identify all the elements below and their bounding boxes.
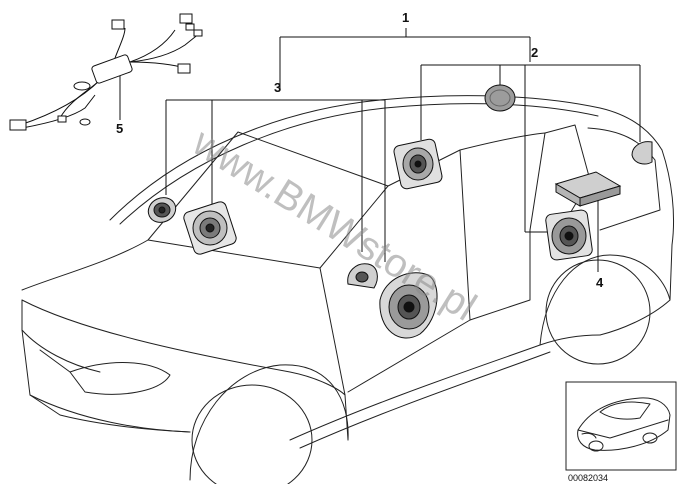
rear-pillar-tweeter-cover xyxy=(631,141,653,165)
callout-5: 5 xyxy=(116,121,123,136)
front-upper-door-speaker xyxy=(393,138,443,190)
callout-3: 3 xyxy=(274,80,281,95)
leader-lines xyxy=(119,28,641,272)
inset-car-thumbnail: 00082034 xyxy=(565,381,677,483)
rear-door-speaker xyxy=(545,209,593,261)
door-tweeter xyxy=(347,263,378,289)
car-body-outline xyxy=(21,95,674,484)
wiring-harness xyxy=(9,13,203,131)
dashboard-tweeter xyxy=(147,197,177,223)
dashboard-midrange-speaker xyxy=(183,201,237,255)
callout-labels: 1 2 3 4 5 xyxy=(116,10,604,290)
callout-1: 1 xyxy=(402,10,409,25)
amplifier-unit xyxy=(554,171,622,207)
inset-car-outline xyxy=(577,397,671,452)
front-door-speaker xyxy=(379,272,438,339)
round-speaker-grille xyxy=(484,84,516,112)
part-number-label: 00082034 xyxy=(568,473,608,483)
callout-4: 4 xyxy=(596,275,604,290)
callout-2: 2 xyxy=(531,45,538,60)
